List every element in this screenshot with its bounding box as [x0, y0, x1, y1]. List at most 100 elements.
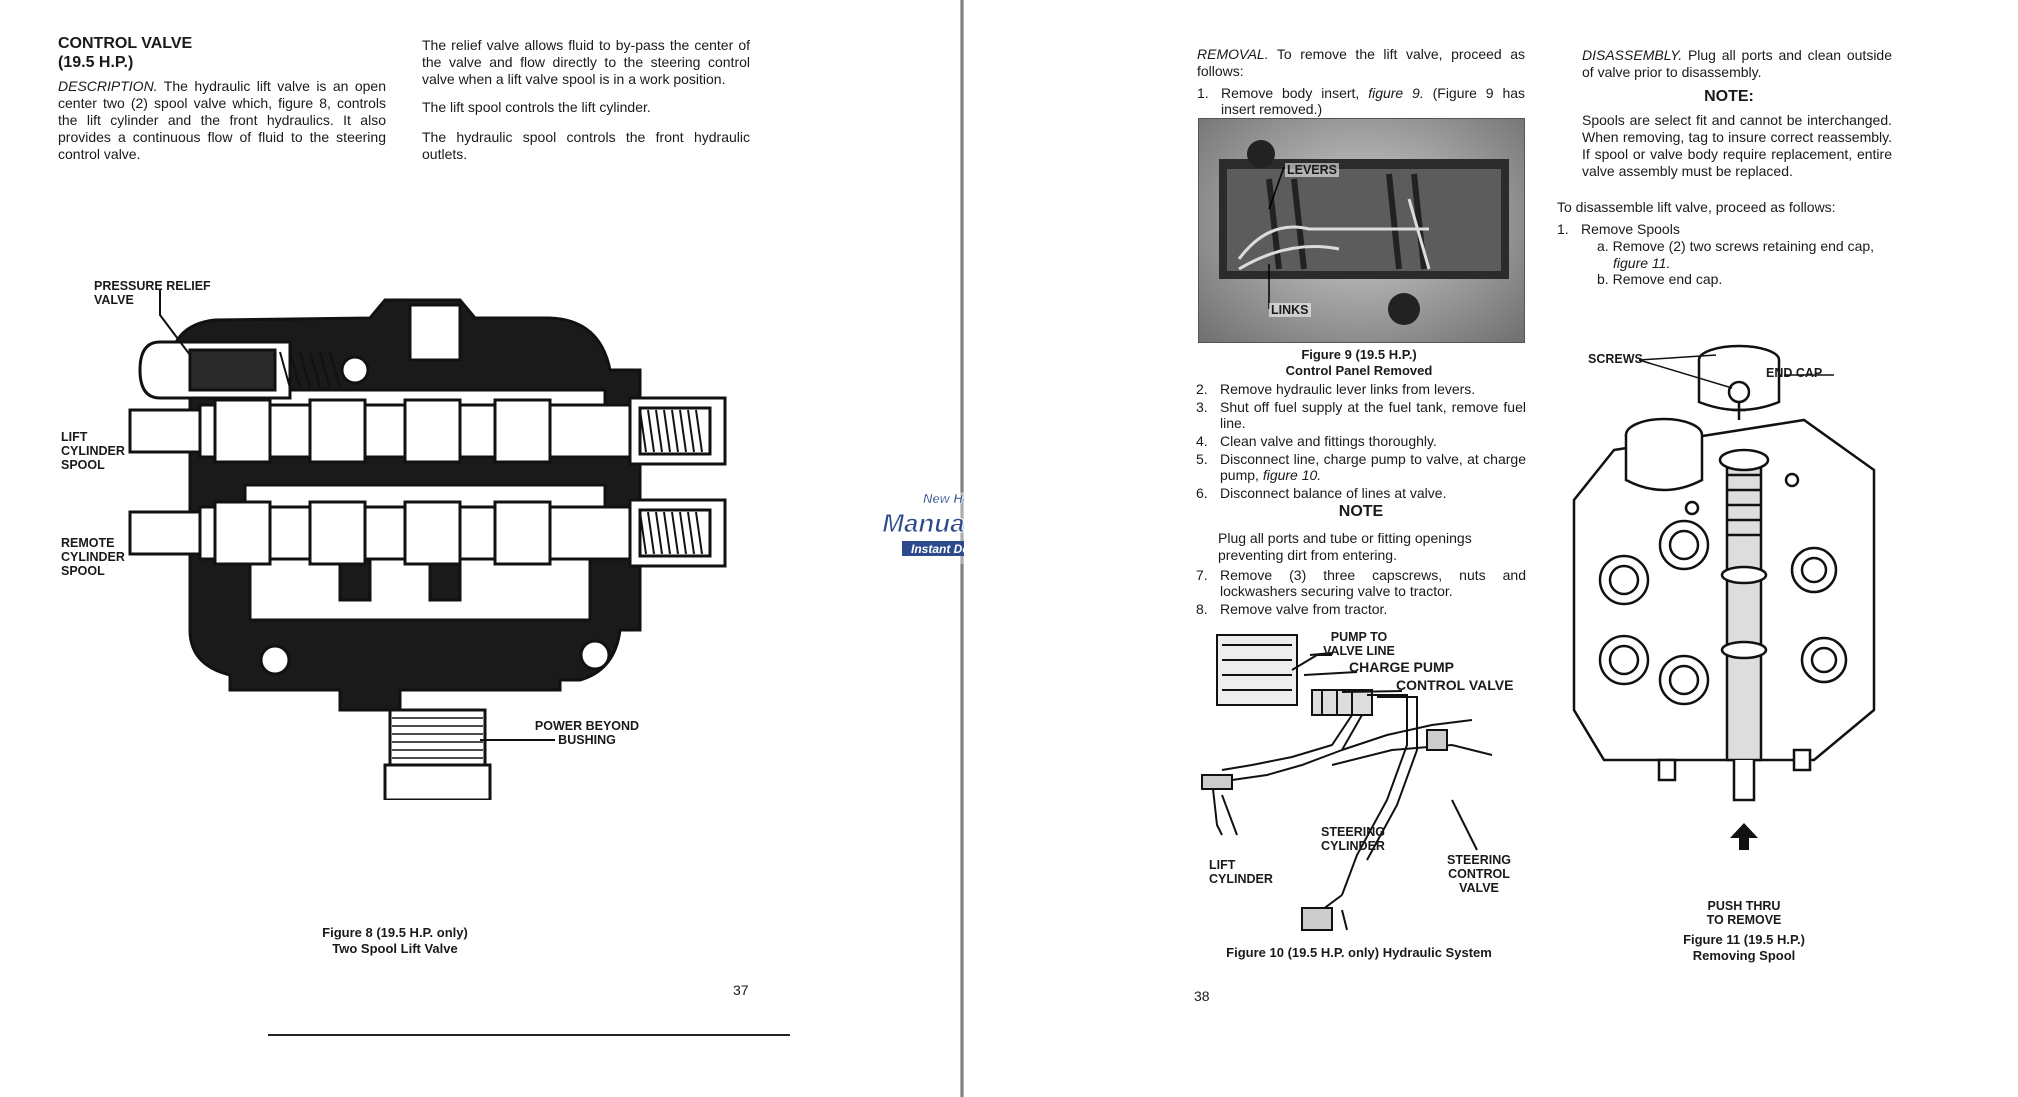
label-power-2: BUSHING — [558, 733, 616, 747]
label-pressure-relief: PRESSURE RELIEF VALVE — [94, 279, 211, 307]
step-5-ref: figure 10. — [1262, 467, 1322, 483]
list-item: 1. Remove Spools — [1557, 221, 1897, 237]
figure-8-caption: Figure 8 (19.5 H.P. only) Two Spool Lift… — [290, 925, 500, 957]
label-power-beyond: POWER BEYOND BUSHING — [532, 719, 642, 747]
note-heading-2: NOTE: — [1704, 88, 1754, 105]
step-number: 4. — [1196, 433, 1208, 449]
label-lift-cylinder-spool: LIFT CYLINDER SPOOL — [61, 430, 125, 472]
relief-valve-paragraph: The relief valve allows fluid to by-pass… — [422, 37, 750, 87]
step-number: 1. — [1197, 85, 1209, 101]
label-power-1: POWER BEYOND — [534, 719, 640, 733]
section-heading: CONTROL VALVE (19.5 H.P.) — [58, 34, 388, 72]
substep-b-text: Remove end cap. — [1612, 271, 1723, 287]
description-paragraph: DESCRIPTION. The hydraulic lift valve is… — [58, 78, 386, 163]
step-text: Remove body insert, figure 9. (Figure 9 … — [1221, 85, 1525, 117]
disassembly-substep-b: b. Remove end cap. — [1597, 271, 1897, 288]
figure-11-caption-line-2: Removing Spool — [1692, 948, 1796, 963]
label-lift-3: SPOOL — [61, 458, 105, 472]
label-steering-cyl-1: STEERING — [1321, 825, 1385, 839]
note-text-1: Plug all ports and tube or fitting openi… — [1218, 530, 1472, 563]
figure-9-caption-line-1: Figure 9 (19.5 H.P.) — [1301, 347, 1417, 362]
step-number: 2. — [1196, 381, 1208, 397]
step-number: 5. — [1196, 451, 1208, 467]
heading-line-2: (19.5 H.P.) — [58, 54, 134, 71]
list-item: 5. Disconnect line, charge pump to valve… — [1196, 451, 1526, 483]
list-item: 3. Shut off fuel supply at the fuel tank… — [1196, 399, 1526, 431]
label-push-1: PUSH THRU — [1707, 899, 1781, 913]
label-pump-2: VALVE LINE — [1323, 644, 1395, 658]
list-item: 2. Remove hydraulic lever links from lev… — [1196, 381, 1526, 397]
figure-10-hydraulic-diagram — [1201, 634, 1493, 931]
step-5-text: Disconnect line, charge pump to valve, a… — [1220, 451, 1526, 483]
list-item: 4. Clean valve and fittings thoroughly. — [1196, 433, 1526, 449]
list-item: 8. Remove valve from tractor. — [1196, 601, 1526, 617]
label-control-valve: CONTROL VALVE — [1396, 677, 1514, 693]
label-end-cap: END CAP — [1766, 366, 1823, 380]
removal-steps-2-6: 2. Remove hydraulic lever links from lev… — [1196, 381, 1526, 503]
disassemble-intro: To disassemble lift valve, proceed as fo… — [1557, 199, 1836, 215]
label-lift-1: LIFT — [61, 430, 88, 444]
disassembly-lead: DISASSEMBLY. — [1582, 47, 1683, 63]
label-links: LINKS — [1269, 303, 1311, 317]
label-lift-2: CYLINDER — [61, 444, 125, 458]
step-number: 8. — [1196, 601, 1208, 617]
label-pressure-relief-2: VALVE — [94, 293, 134, 307]
list-item: 6. Disconnect balance of lines at valve. — [1196, 485, 1526, 501]
step-number: 1. — [1557, 221, 1569, 237]
removal-body: To remove the lift valve, proceed as fol… — [1197, 46, 1525, 79]
figure-11-spool-diagram — [1572, 344, 1876, 850]
label-lift-cyl-1: LIFT — [1209, 858, 1236, 872]
label-lift-cyl-2: CYLINDER — [1209, 872, 1273, 886]
label-remote-1: REMOTE — [61, 536, 115, 550]
step-number: 6. — [1196, 485, 1208, 501]
page-number-left: 37 — [733, 982, 749, 998]
step-1-text-b: (Figure 9 has insert removed.) — [1221, 85, 1526, 117]
heading-line-1: CONTROL VALVE — [58, 35, 193, 52]
footer-rule — [268, 1034, 790, 1036]
figure-9-caption-line-2: Control Panel Removed — [1285, 363, 1433, 378]
label-pump-to-valve-line: PUMP TO VALVE LINE — [1304, 630, 1414, 658]
label-steer-ctrl-3: VALVE — [1459, 881, 1499, 895]
label-push-thru: PUSH THRU TO REMOVE — [1694, 899, 1794, 927]
substep-b-label: b. — [1597, 271, 1609, 287]
step-number: 3. — [1196, 399, 1208, 415]
label-remote-2: CYLINDER — [61, 550, 125, 564]
figure-11-caption: Figure 11 (19.5 H.P.) Removing Spool — [1634, 932, 1854, 964]
substep-a-ref: figure 11. — [1613, 255, 1671, 271]
lift-spool-paragraph: The lift spool controls the lift cylinde… — [422, 99, 651, 115]
label-steering-cyl-2: CYLINDER — [1321, 839, 1385, 853]
disassembly-body: Plug all ports and clean outside of valv… — [1582, 47, 1893, 80]
disassembly-intro: DISASSEMBLY. Plug all ports and clean ou… — [1582, 47, 1892, 81]
figure-8-caption-line-1: Figure 8 (19.5 H.P. only) — [322, 925, 468, 940]
label-steering-cylinder: STEERING CYLINDER — [1298, 825, 1408, 853]
step-text: Remove hydraulic lever links from levers… — [1220, 381, 1476, 397]
note-heading-1: NOTE — [1338, 503, 1384, 520]
left-page: CONTROL VALVE (19.5 H.P.) DESCRIPTION. T… — [0, 0, 960, 1097]
step-number: 7. — [1196, 567, 1208, 583]
description-lead: DESCRIPTION. — [58, 78, 158, 94]
list-item: 1. Remove body insert, figure 9. (Figure… — [1197, 85, 1525, 117]
hydraulic-spool-paragraph: The hydraulic spool controls the front h… — [422, 129, 750, 162]
list-item: 7. Remove (3) three capscrews, nuts and … — [1196, 567, 1526, 599]
step-text: Shut off fuel supply at the fuel tank, r… — [1220, 399, 1526, 431]
page-number-right: 38 — [1194, 988, 1210, 1004]
label-charge-pump: CHARGE PUMP — [1349, 659, 1455, 675]
removal-intro: REMOVAL. To remove the lift valve, proce… — [1197, 46, 1525, 80]
figure-8-caption-line-2: Two Spool Lift Valve — [332, 941, 458, 956]
substep-a-label: a. — [1597, 238, 1609, 254]
disassembly-substep-a: a. Remove (2) two screws retaining end c… — [1597, 238, 1897, 272]
label-push-2: TO REMOVE — [1706, 913, 1782, 927]
substep-a-text: Remove (2) two screws retaining end cap, — [1612, 238, 1875, 254]
figure-10-caption: Figure 10 (19.5 H.P. only) Hydraulic Sys… — [1226, 945, 1492, 960]
label-steer-ctrl-1: STEERING — [1447, 853, 1511, 867]
removal-lead: REMOVAL. — [1197, 46, 1269, 62]
label-screws: SCREWS — [1588, 352, 1643, 366]
step-text: Remove Spools — [1581, 221, 1680, 237]
step-1-ref: figure 9. — [1368, 85, 1424, 101]
label-pump-1: PUMP TO — [1330, 630, 1388, 644]
figure-9-photo: LEVERS LINKS — [1198, 118, 1525, 343]
label-lift-cylinder: LIFT CYLINDER — [1209, 858, 1273, 886]
label-pressure-relief-1: PRESSURE RELIEF — [94, 279, 211, 293]
right-page: REMOVAL. To remove the lift valve, proce… — [964, 0, 2018, 1097]
removal-steps-7-8: 7. Remove (3) three capscrews, nuts and … — [1196, 567, 1526, 619]
